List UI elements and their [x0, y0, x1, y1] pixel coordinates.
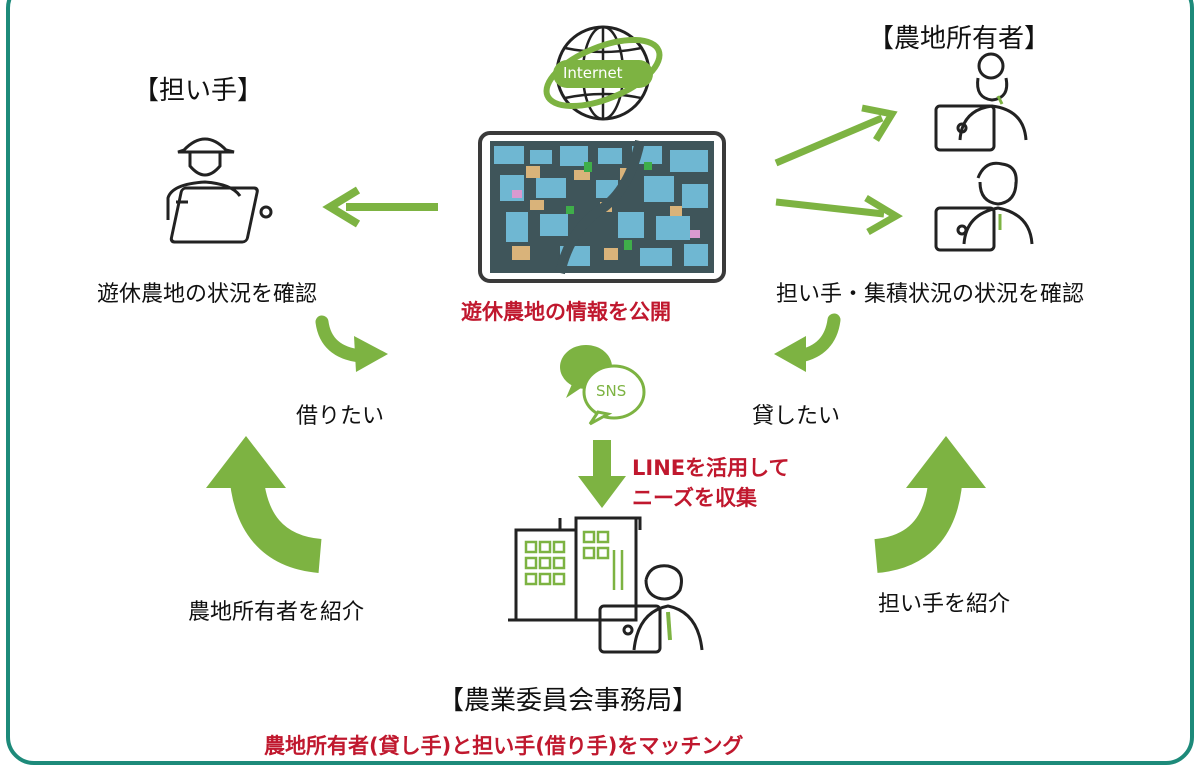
- internet-globe-icon: [543, 25, 663, 121]
- intro-owner-label: 農地所有者を紹介: [188, 600, 365, 625]
- owner-woman-icon: [934, 52, 1028, 152]
- arrow-down-to-office: [578, 440, 626, 508]
- intro-farmer-label: 担い手を紹介: [878, 592, 1011, 617]
- curved-arrow-left-small: [315, 315, 388, 372]
- farmer-check-label: 遊休農地の状況を確認: [97, 282, 318, 307]
- arrow-to-owner-1: [774, 104, 898, 167]
- borrow-label: 借りたい: [296, 404, 385, 429]
- office-worker-icon: [598, 564, 704, 654]
- farmer-role-label: 【担い手】: [133, 76, 264, 106]
- map-tablet: [478, 131, 726, 283]
- arrow-to-farmer: [322, 186, 438, 228]
- office-building-icon: [508, 516, 642, 622]
- owner-man-icon: [934, 161, 1034, 252]
- matching-label: 農地所有者(貸し手)と担い手(借り手)をマッチング: [264, 734, 744, 758]
- publish-label: 遊休農地の情報を公開: [461, 300, 671, 324]
- owner-role-label: 【農地所有者】: [868, 24, 1051, 54]
- arrow-to-owner-2: [775, 194, 903, 236]
- internet-label: Internet: [563, 64, 623, 82]
- big-curved-arrow-left: [206, 436, 323, 573]
- sns-icon: [560, 345, 646, 426]
- line-label-2: ニーズを収集: [632, 486, 757, 510]
- office-role-label: 【農業委員会事務局】: [438, 686, 699, 716]
- farmer-person-icon: [166, 137, 273, 244]
- owner-check-label: 担い手・集積状況の状況を確認: [776, 282, 1085, 307]
- sns-label: SNS: [596, 382, 627, 400]
- big-curved-arrow-right: [873, 436, 986, 573]
- line-label-1: LINEを活用して: [632, 456, 790, 480]
- lend-label: 貸したい: [752, 404, 841, 429]
- curved-arrow-right-small: [774, 313, 841, 372]
